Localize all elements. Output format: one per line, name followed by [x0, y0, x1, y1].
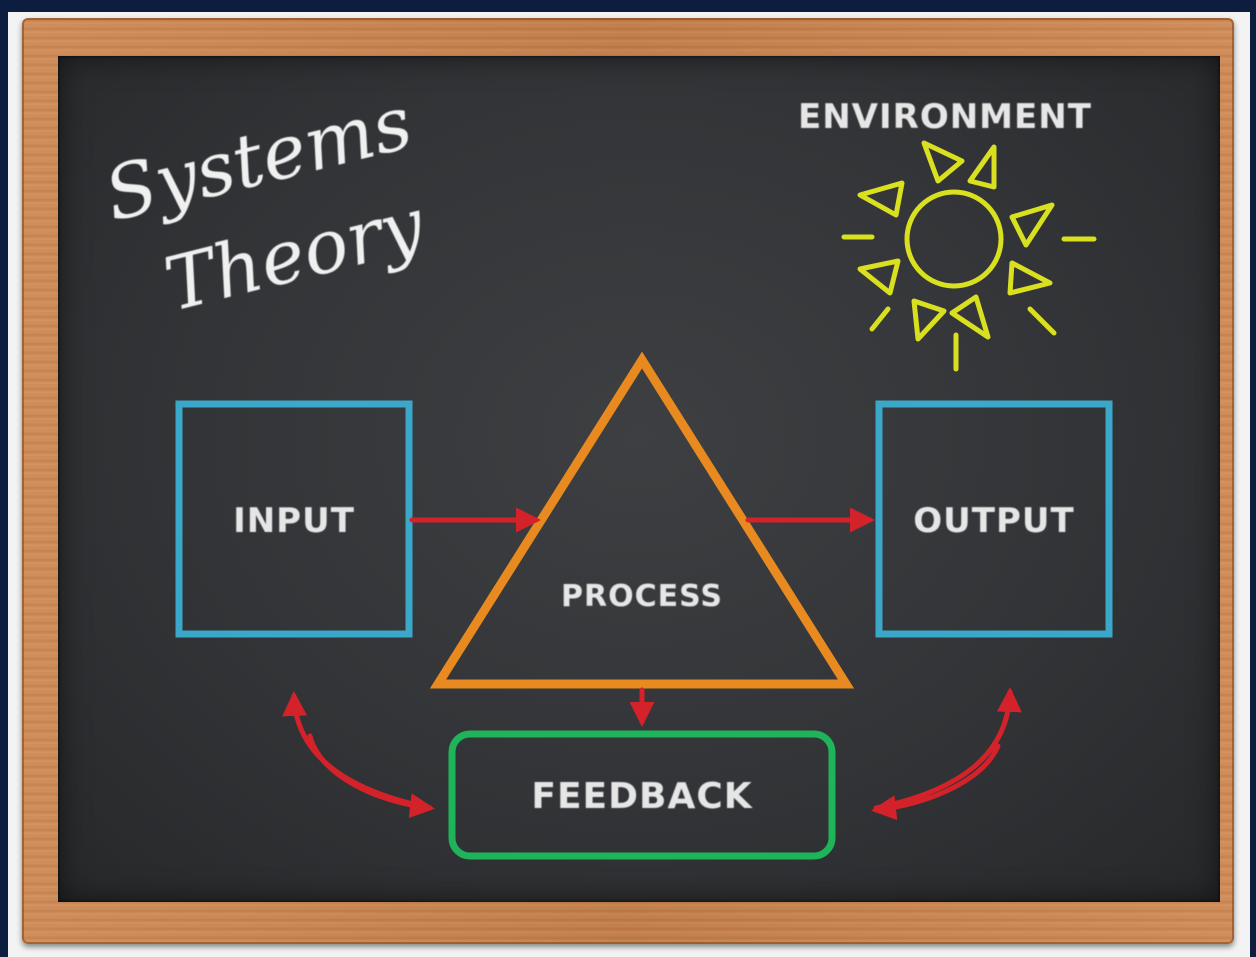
chalkboard: Systems Theory ENVIRONMENT	[58, 56, 1220, 902]
environment-label: ENVIRONMENT	[798, 97, 1092, 137]
output-box	[875, 400, 1113, 638]
arrows	[282, 507, 1022, 821]
feedback-node: FEEDBACK	[448, 730, 836, 860]
sun-icon	[841, 140, 1097, 372]
left-border	[0, 0, 8, 957]
top-border	[0, 0, 1256, 12]
process-label: PROCESS	[561, 579, 723, 614]
input-box	[175, 400, 413, 638]
right-border	[1250, 0, 1256, 957]
feedback-label: FEEDBACK	[531, 776, 752, 817]
output-label: OUTPUT	[913, 501, 1074, 541]
input-node: INPUT	[175, 400, 413, 638]
arrow-feedback-to-output-back	[871, 743, 1001, 821]
arrow-feedback-to-input-back	[307, 733, 435, 819]
title: Systems Theory	[97, 80, 434, 329]
input-label: INPUT	[233, 501, 355, 541]
feedback-box	[448, 730, 836, 860]
arrow-feedback-to-output	[873, 687, 1022, 811]
systems-diagram: Systems Theory ENVIRONMENT	[97, 80, 1113, 860]
output-node: OUTPUT	[875, 400, 1113, 638]
